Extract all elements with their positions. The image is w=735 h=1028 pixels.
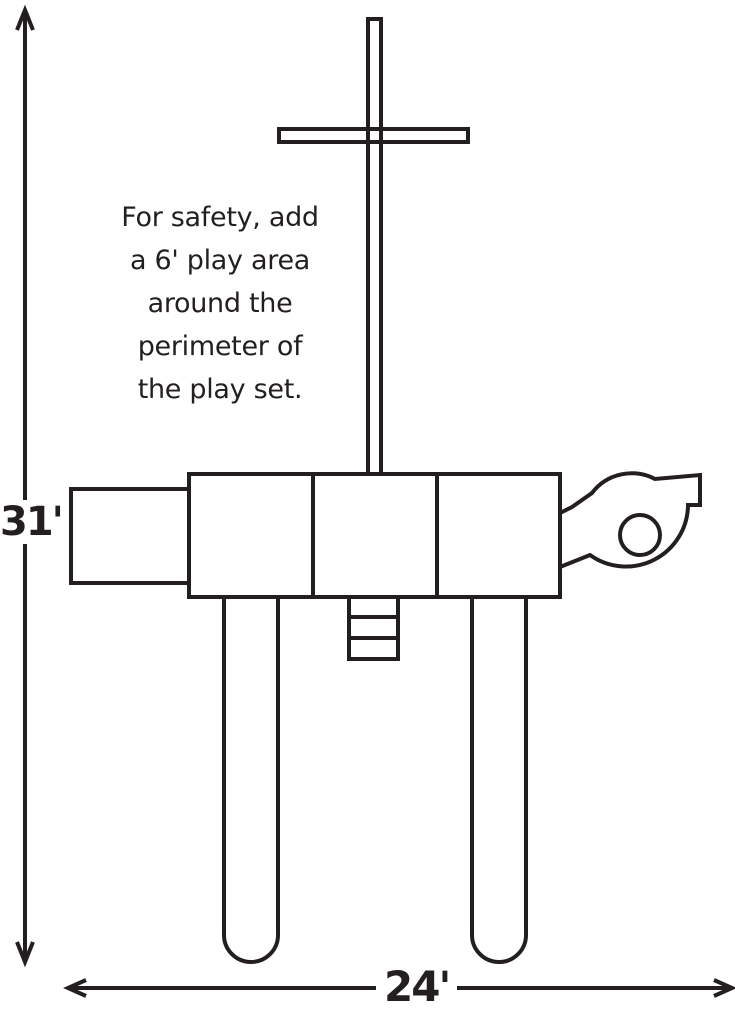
swing-crossbar	[277, 127, 470, 144]
height-dimension-line	[15, 4, 35, 968]
spiral-slide	[559, 471, 702, 569]
main-deck	[187, 472, 562, 599]
safety-note-line: around the	[147, 288, 293, 319]
ladder	[347, 595, 400, 661]
safety-note: For safety, add a 6' play area around th…	[90, 196, 350, 411]
safety-note-line: a 6' play area	[129, 245, 311, 276]
safety-note-line: perimeter of	[137, 331, 303, 362]
slide-left	[222, 597, 280, 964]
safety-note-line: For safety, add	[121, 202, 319, 233]
safety-note-line: the play set.	[137, 374, 303, 405]
width-label: 24'	[376, 966, 458, 1008]
height-label: 31'	[0, 499, 64, 545]
left-deck-extension	[69, 487, 191, 585]
swing-beam	[366, 17, 383, 476]
slide-right	[470, 597, 528, 964]
